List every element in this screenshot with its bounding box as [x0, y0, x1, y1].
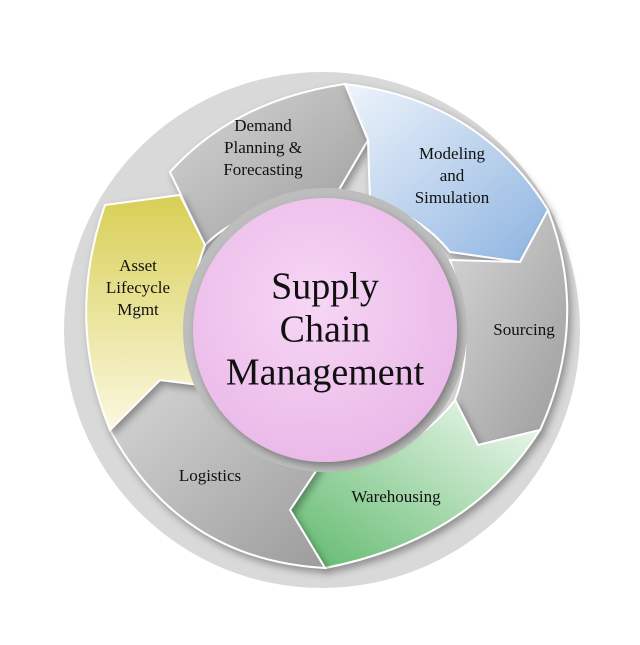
- label-sourcing: Sourcing: [493, 320, 555, 339]
- center-title-line1: Supply: [271, 265, 379, 308]
- center-title-line2: Chain: [279, 308, 371, 351]
- label-warehousing: Warehousing: [351, 487, 441, 506]
- label-asset: Asset Lifecycle Mgmt: [105, 256, 171, 319]
- center-title: Supply Chain Management: [226, 266, 424, 395]
- center-title-area: Supply Chain Management: [185, 190, 465, 470]
- center-title-line3: Management: [225, 351, 425, 394]
- label-logistics: Logistics: [178, 466, 242, 485]
- label-demand: Demand Planning & Forecasting: [223, 116, 303, 179]
- center-circle: [193, 198, 457, 462]
- label-modeling: Modeling and Simulation: [414, 144, 490, 207]
